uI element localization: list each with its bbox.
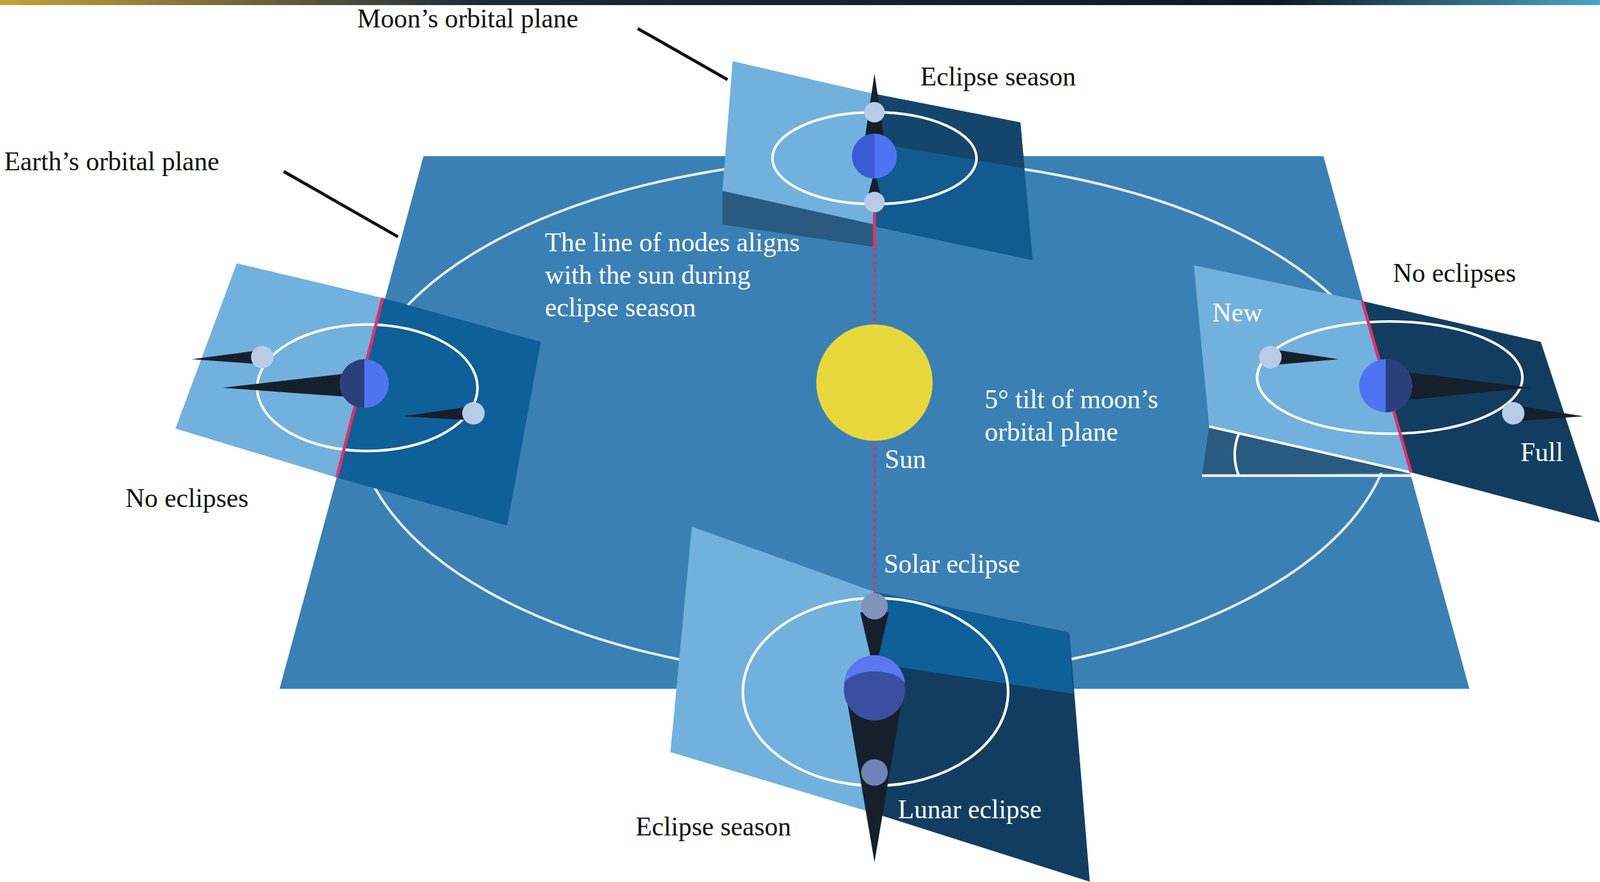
plane-label: Moon’s orbital plane — [357, 3, 579, 36]
eclipse-label: Lunar eclipse — [897, 793, 1042, 827]
top-bar — [0, 0, 1600, 6]
season-label: No eclipses — [1392, 256, 1516, 290]
season-label: Eclipse season — [920, 61, 1076, 94]
sun-label: Sun — [884, 443, 926, 477]
sun — [816, 324, 933, 441]
moon-system-right — [1193, 265, 1600, 523]
eclipse-label: Solar eclipse — [883, 547, 1021, 581]
phase-label: Full — [1520, 436, 1564, 470]
note-text: The line of nodes aligns with the sun du… — [544, 226, 821, 325]
leader-line — [637, 28, 728, 80]
phase-label: New — [1212, 297, 1263, 330]
plane-label: Earth’s orbital plane — [3, 146, 219, 179]
season-label: No eclipses — [125, 482, 249, 516]
angle-label: 5° tilt of moon’s orbital plane — [984, 383, 1199, 449]
leader-line — [283, 171, 398, 237]
season-label: Eclipse season — [635, 811, 792, 844]
